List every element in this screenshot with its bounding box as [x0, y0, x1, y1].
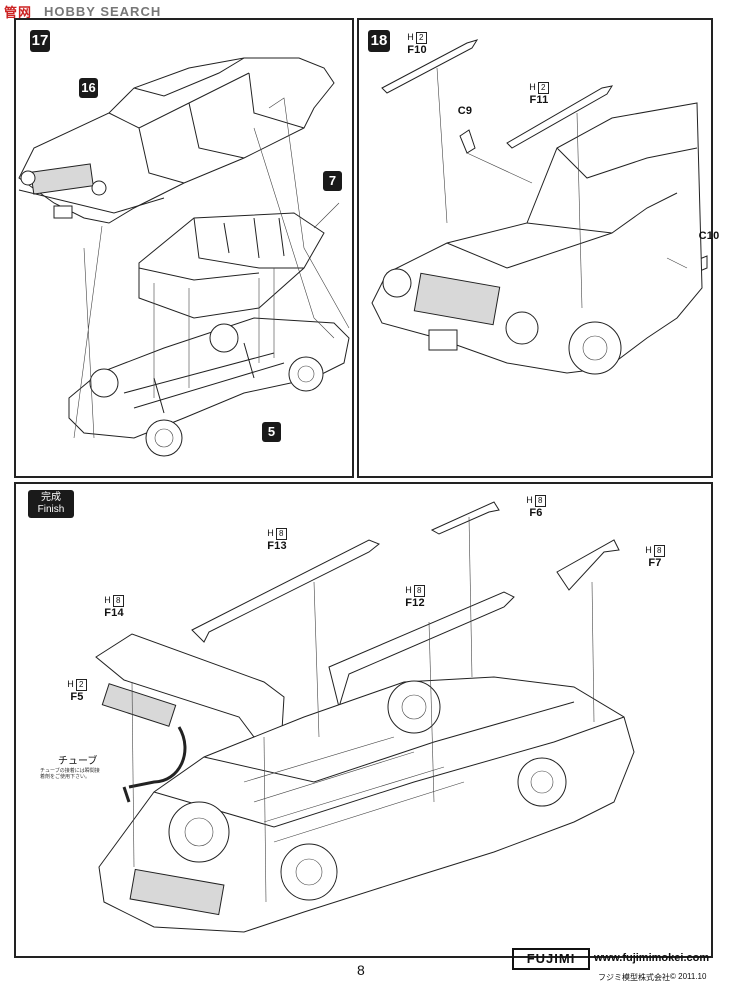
- step-17-illustration: [18, 57, 350, 457]
- part-f14-code: F14: [104, 606, 124, 619]
- part-f12-qty: 8: [413, 584, 425, 597]
- part-f7-h: H: [645, 545, 652, 555]
- company-name: フジミ模型株式会社: [598, 973, 670, 982]
- finish-badge: 完成 Finish: [28, 490, 74, 518]
- part-c9-label: C9: [452, 106, 478, 117]
- part-f13-qty: 8: [275, 527, 287, 540]
- finish-en: Finish: [37, 504, 65, 515]
- part-f5-qty: 2: [75, 678, 87, 691]
- part-f6-qty: 8: [534, 494, 546, 507]
- step-18-badge: 18: [368, 30, 390, 52]
- copyright: © 2011.10: [670, 972, 707, 981]
- finish-illustration: [95, 501, 635, 933]
- part-f10-h: H: [407, 32, 414, 42]
- step-5-badge: 5: [262, 422, 281, 442]
- step-17-badge: 17: [30, 30, 50, 52]
- part-f14-qty: 8: [112, 594, 124, 607]
- step-16-badge: 16: [79, 78, 98, 98]
- part-f12-code: F12: [405, 596, 425, 609]
- part-c10-code: C10: [698, 230, 720, 242]
- part-f13-h: H: [267, 528, 274, 538]
- watermark-site: 管网: [4, 5, 33, 20]
- fujimi-logo: FUJIMI: [512, 948, 590, 970]
- part-f11-h: H: [529, 82, 536, 92]
- part-f7-qty: 8: [653, 544, 665, 557]
- watermark-brand: HOBBY SEARCH: [44, 4, 162, 19]
- step-7-badge: 7: [323, 171, 342, 191]
- part-f13-code: F13: [267, 539, 287, 552]
- part-f7-code: F7: [648, 556, 662, 569]
- part-f14-h: H: [104, 595, 111, 605]
- tube-label: チューブ: [58, 756, 98, 767]
- part-f5-h: H: [67, 679, 74, 689]
- website-url[interactable]: www.fujimimokei.com: [594, 952, 710, 964]
- tube-note: チューブの接着には瞬間接着剤をご使用下さい。: [40, 768, 100, 780]
- part-f6-h: H: [526, 495, 533, 505]
- part-c10-label: C10: [694, 231, 724, 242]
- part-f11-qty: 2: [537, 81, 549, 94]
- part-f11-code: F11: [529, 93, 549, 106]
- part-f10-code: F10: [407, 43, 427, 56]
- page-number: 8: [357, 962, 365, 978]
- finish-ja: 完成: [41, 492, 61, 503]
- part-f5-code: F5: [70, 690, 84, 703]
- part-f10-qty: 2: [415, 31, 427, 44]
- step-18-illustration: [371, 39, 708, 375]
- part-f12-h: H: [405, 585, 412, 595]
- part-f6-code: F6: [529, 506, 543, 519]
- part-c9-code: C9: [457, 105, 473, 117]
